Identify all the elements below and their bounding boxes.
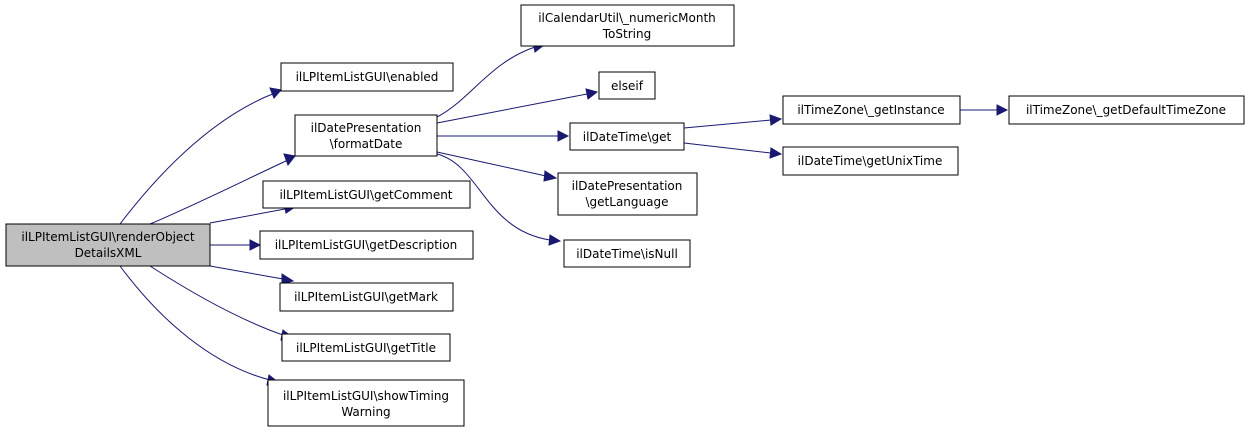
node-root-line2: DetailsXML <box>75 246 142 260</box>
node-elseif-label: elseif <box>611 79 644 93</box>
node-unixTime[interactable]: ilDateTime\getUnixTime <box>782 146 959 176</box>
node-formatDate-line1: ilDatePresentation <box>311 121 422 135</box>
node-showTiming-line2: Warning <box>341 405 390 419</box>
node-getLanguage-line1: ilDatePresentation <box>572 179 683 193</box>
edge-formatDate-getLanguage <box>436 151 558 182</box>
node-isNull[interactable]: ilDateTime\isNull <box>563 239 691 268</box>
node-dtGet[interactable]: ilDateTime\get <box>569 122 685 151</box>
node-getComment-label: ilLPItemListGUI\getComment <box>279 188 452 202</box>
node-showTiming[interactable]: ilLPItemListGUI\showTiming Warning <box>267 379 465 427</box>
edge-root-formatDate <box>149 153 296 225</box>
node-tzDefault-label: ilTimeZone\_getDefaultTimeZone <box>1026 103 1226 117</box>
node-getLanguage[interactable]: ilDatePresentation \getLanguage <box>557 172 698 216</box>
node-getComment[interactable]: ilLPItemListGUI\getComment <box>262 180 471 209</box>
node-formatDate[interactable]: ilDatePresentation \formatDate <box>294 114 438 157</box>
edge-root-showTiming <box>119 265 281 386</box>
node-getTitle[interactable]: ilLPItemListGUI\getTitle <box>281 333 451 362</box>
node-dtGet-label: ilDateTime\get <box>583 130 672 144</box>
node-enabled[interactable]: ilLPItemListGUI\enabled <box>280 62 454 92</box>
edge-root-enabled <box>119 87 282 225</box>
node-formatDate-line2: \formatDate <box>330 137 403 151</box>
edges <box>119 41 1009 386</box>
node-root-line1: ilLPItemListGUI\renderObject <box>21 230 195 244</box>
node-enabled-label: ilLPItemListGUI\enabled <box>296 70 439 84</box>
edge-formatDate-elseif <box>436 88 599 124</box>
edge-formatDate-isNull <box>436 153 562 246</box>
node-getTitle-label: ilLPItemListGUI\getTitle <box>296 341 436 355</box>
node-numericMonth-line1: ilCalendarUtil\_numericMonth <box>538 11 716 25</box>
node-showTiming-line1: ilLPItemListGUI\showTiming <box>283 389 449 403</box>
node-getMark[interactable]: ilLPItemListGUI\getMark <box>279 282 454 312</box>
node-tzInstance[interactable]: ilTimeZone\_getInstance <box>782 95 961 125</box>
node-getMark-label: ilLPItemListGUI\getMark <box>294 290 438 304</box>
node-getDescription-label: ilLPItemListGUI\getDescription <box>275 238 458 252</box>
edge-dtGet-unixTime <box>683 142 783 159</box>
edge-root-getMark <box>209 265 295 285</box>
edge-tzInstance-tzDefault <box>960 104 1009 116</box>
node-getDescription[interactable]: ilLPItemListGUI\getDescription <box>259 230 474 260</box>
node-numericMonth-line2: ToString <box>602 27 651 41</box>
node-isNull-label: ilDateTime\isNull <box>576 247 678 261</box>
edge-formatDate-dtGet <box>437 130 570 142</box>
edge-root-getDescription <box>210 239 262 251</box>
node-tzDefault[interactable]: ilTimeZone\_getDefaultTimeZone <box>1008 95 1245 125</box>
edge-dtGet-tzInstance <box>683 114 783 129</box>
node-elseif[interactable]: elseif <box>598 71 656 100</box>
node-numericMonth[interactable]: ilCalendarUtil\_numericMonth ToString <box>520 4 735 47</box>
node-unixTime-label: ilDateTime\getUnixTime <box>798 154 943 168</box>
node-tzInstance-label: ilTimeZone\_getInstance <box>797 103 944 117</box>
node-getLanguage-line2: \getLanguage <box>586 195 669 209</box>
node-root[interactable]: ilLPItemListGUI\renderObject DetailsXML <box>5 223 211 267</box>
